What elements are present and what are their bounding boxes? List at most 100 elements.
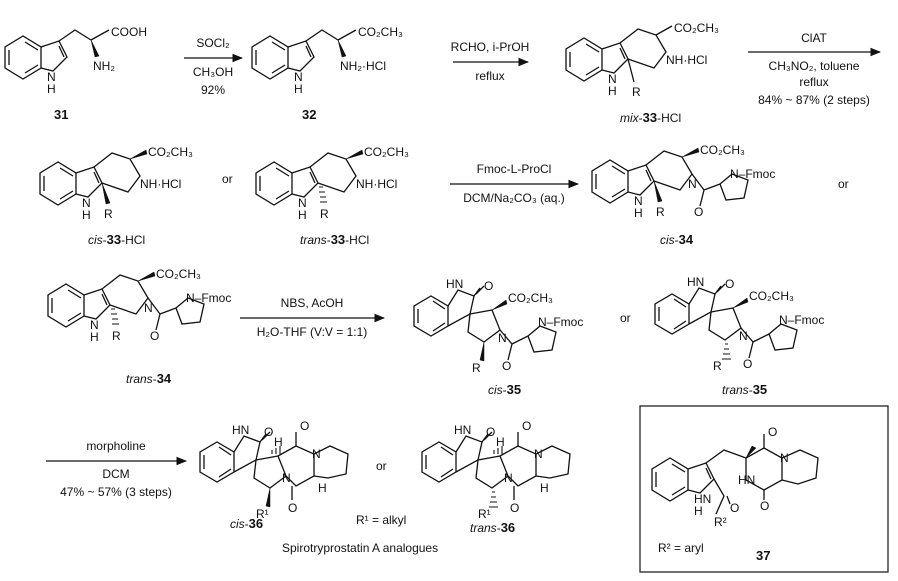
compound-trans-34: CO₂CH₃ N O N–Fmoc N H R	[48, 267, 231, 344]
amine-hcl-label: NH·HCl	[140, 177, 181, 191]
fmoc-label: N–Fmoc	[186, 291, 231, 305]
compound-label-trans-36: trans-36	[470, 520, 515, 535]
fmoc-label: N–Fmoc	[538, 315, 583, 329]
fmoc-label: N–Fmoc	[779, 313, 824, 327]
ester-label: CO₂CH₃	[674, 21, 719, 35]
compound-label-cis-35: cis-35	[488, 382, 521, 397]
dkp-o-top: O	[522, 419, 531, 433]
compound-cis-36: HN O H O N N O H R¹	[199, 419, 349, 521]
dkp-nh: HN	[738, 473, 755, 487]
compound-label-cis-33: cis-33-HCl	[88, 232, 145, 247]
compound-37-box	[639, 405, 889, 573]
indole-h: H	[90, 330, 99, 344]
r-substituent: R	[472, 361, 481, 375]
ester-label: CO₂CH₃	[749, 289, 794, 303]
amide-n: N	[739, 329, 748, 343]
step2-reagent: RCHO, i-PrOH	[451, 40, 530, 54]
step5-reagent: NBS, AcOH	[281, 296, 344, 310]
amide-n: N	[144, 301, 153, 315]
compound-label-trans-33: trans-33-HCl	[300, 232, 369, 247]
bridge-h: H	[274, 435, 283, 449]
oxindole-o: O	[484, 279, 493, 293]
bridge-h: H	[496, 435, 505, 449]
indole-n: N	[298, 196, 307, 210]
amine-hcl-label: NH·HCl	[356, 177, 397, 191]
carbonyl-o: O	[743, 357, 752, 371]
r-substituent: R	[713, 359, 722, 373]
analogues-caption: Spirotryprostatin A analogues	[282, 541, 438, 555]
ester-label: CO₂CH₃	[358, 25, 403, 39]
step4-reagent: Fmoc-L-ProCl	[477, 162, 552, 176]
step6-solvent: DCM	[102, 467, 129, 481]
oxindole-nh: HN	[232, 423, 249, 437]
r-substituent: R	[632, 85, 641, 99]
compound-label-trans-35: trans-35	[722, 382, 767, 397]
indole-h: H	[694, 504, 703, 518]
r-substituent: R	[320, 207, 329, 221]
dkp-n: N	[780, 451, 789, 465]
dkp-n-left: N	[282, 471, 291, 485]
pro-h: H	[318, 481, 327, 495]
dkp-n-right: N	[534, 447, 543, 461]
step2-condition: reflux	[475, 69, 504, 83]
compound-trans-33-hcl: CO₂CH₃ NH·HCl N H R	[256, 145, 409, 222]
dkp-o-bottom: O	[510, 501, 519, 515]
nh2-label: NH₂	[93, 59, 115, 73]
indole-h: H	[298, 208, 307, 222]
dkp-n-right: N	[312, 447, 321, 461]
indole-h: H	[634, 206, 643, 220]
oxindole-nh: HN	[454, 423, 471, 437]
indole-n: N	[608, 72, 617, 86]
indole-n: N	[634, 194, 643, 208]
or-separator-3: or	[620, 311, 631, 325]
step3-yield: 84% ~ 87% (2 steps)	[758, 93, 870, 107]
compound-cis-35: HN O CO₂CH₃ N O N–Fmoc R	[413, 277, 583, 375]
pro-h: H	[540, 481, 549, 495]
ester-label: CO₂CH₃	[148, 145, 193, 159]
compound-mix-33-hcl: CO₂CH₃ NH·HCl N H R	[566, 21, 719, 99]
compound-number-32: 32	[302, 107, 316, 122]
ester-label: CO₂CH₃	[508, 291, 553, 305]
r2-substituent: R²	[714, 515, 727, 529]
step1-solvent: CH₃OH	[193, 65, 233, 79]
indole-h: H	[608, 84, 617, 98]
compound-trans-36: HN O H O N N O H R¹	[421, 419, 571, 521]
carbonyl-o: O	[150, 329, 159, 343]
ketone-o: O	[730, 501, 739, 515]
step4-condition: DCM/Na₂CO₃ (aq.)	[463, 191, 565, 205]
cooh-label: COOH	[111, 25, 147, 39]
step6-yield: 47% ~ 57% (3 steps)	[60, 485, 172, 499]
amide-n: N	[688, 177, 697, 191]
step1-reagent: SOCl₂	[196, 36, 230, 50]
dkp-o-top: O	[300, 419, 309, 433]
step3-solvent: CH₃NO₂, toluene	[769, 59, 860, 73]
amine-hcl-label: NH·HCl	[666, 53, 707, 67]
dkp-o-bottom: O	[288, 501, 297, 515]
indole-h: H	[294, 82, 303, 96]
compound-trans-35: HN O CO₂CH₃ N O N–Fmoc R	[654, 275, 824, 373]
r1-substituent: R¹	[256, 507, 269, 521]
compound-37: HN H O R² O HN N O	[651, 425, 819, 529]
r1-definition: R¹ = alkyl	[356, 513, 406, 527]
compound-31: COOH NH₂ N H	[4, 25, 147, 96]
compound-number-37: 37	[756, 548, 770, 563]
compound-number-31: 31	[54, 107, 68, 122]
compound-label-cis-36: cis-36	[230, 516, 263, 531]
dkp-o-top: O	[768, 425, 777, 439]
or-separator-4: or	[376, 459, 387, 473]
compound-cis-33-hcl: CO₂CH₃ NH·HCl N H R	[40, 145, 193, 222]
ester-label: CO₂CH₃	[700, 143, 745, 157]
amine-hcl-label: NH₂·HCl	[340, 59, 386, 73]
oxindole-nh: HN	[446, 277, 463, 291]
step6-reagent: morpholine	[86, 439, 146, 453]
compound-label-mix-33: mix-33-HCl	[620, 110, 681, 125]
fmoc-label: N–Fmoc	[730, 167, 775, 181]
oxindole-nh: HN	[687, 275, 704, 289]
or-separator-1: or	[222, 172, 233, 186]
indole-n: HN	[694, 492, 711, 506]
compound-32: CO₂CH₃ NH₂·HCl N H	[251, 25, 403, 96]
ester-label: CO₂CH₃	[364, 145, 409, 159]
dkp-o-bottom: O	[760, 499, 769, 513]
oxindole-o: O	[264, 425, 273, 439]
